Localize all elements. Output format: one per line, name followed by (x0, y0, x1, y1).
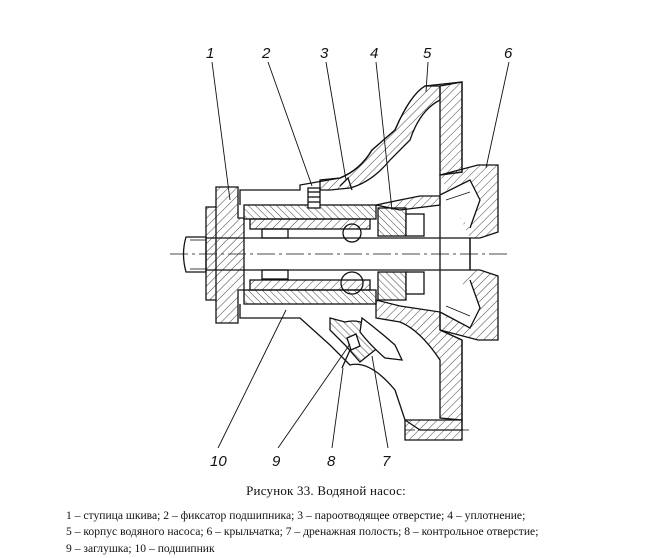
leader-6 (485, 61, 510, 169)
callout-1: 1 (206, 45, 214, 62)
figure-legend: 1 – ступица шкива; 2 – фиксатор подшипни… (66, 508, 638, 557)
leader-8 (331, 367, 344, 449)
vapor-outlet-hole (339, 176, 353, 191)
bearing-retainer (307, 187, 321, 209)
callout-8: 8 (327, 453, 336, 470)
shaft-end (182, 236, 207, 273)
leader-9 (277, 343, 351, 449)
callout-7: 7 (382, 453, 391, 470)
legend-line-3: 9 – заглушка; 10 – подшипник (66, 541, 215, 555)
leader-1 (211, 61, 231, 201)
control-hole (341, 349, 351, 369)
callout-2: 2 (261, 45, 271, 62)
pulley-hub (205, 186, 245, 324)
water-pump-cross-section: 1 2 3 4 5 6 10 9 8 7 (170, 45, 513, 470)
leader-10 (217, 309, 287, 449)
pump-drawing (170, 81, 510, 441)
callout-6: 6 (504, 45, 513, 62)
leader-4 (375, 61, 393, 211)
leader-3 (325, 61, 347, 181)
legend-line-1: 1 – ступица шкива; 2 – фиксатор подшипни… (66, 509, 526, 522)
leader-2 (267, 61, 313, 187)
callout-4: 4 (370, 45, 378, 62)
leader-7 (371, 355, 389, 449)
callout-10: 10 (210, 453, 227, 470)
callout-9: 9 (272, 453, 281, 470)
legend-line-2: 5 – корпус водяного насоса; 6 – крыльчат… (66, 525, 539, 539)
figure-caption: Рисунок 33. Водяной насос: (246, 483, 406, 498)
bearing-ball (342, 223, 362, 243)
pump-body (239, 81, 463, 431)
leader-5 (425, 61, 429, 93)
callout-3: 3 (320, 45, 329, 62)
drain-cavity (359, 316, 404, 361)
seal (377, 207, 407, 237)
leader-lines (211, 61, 510, 449)
callout-5: 5 (423, 45, 432, 62)
callout-labels: 1 2 3 4 5 6 10 9 8 7 (206, 45, 513, 470)
plug (346, 333, 361, 351)
